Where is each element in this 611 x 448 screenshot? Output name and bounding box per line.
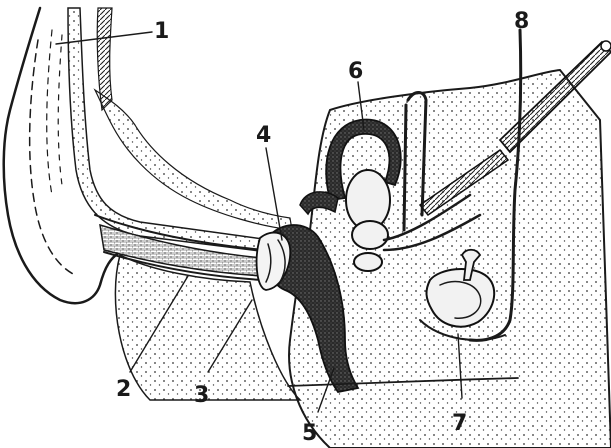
- label-6: 6: [348, 59, 363, 84]
- label-2: 2: [116, 377, 131, 402]
- label-3: 3: [194, 383, 209, 408]
- label-7: 7: [452, 411, 467, 436]
- label-1: 1: [154, 19, 169, 44]
- label-4: 4: [256, 123, 271, 148]
- label-8: 8: [514, 9, 529, 34]
- label-5: 5: [302, 421, 317, 446]
